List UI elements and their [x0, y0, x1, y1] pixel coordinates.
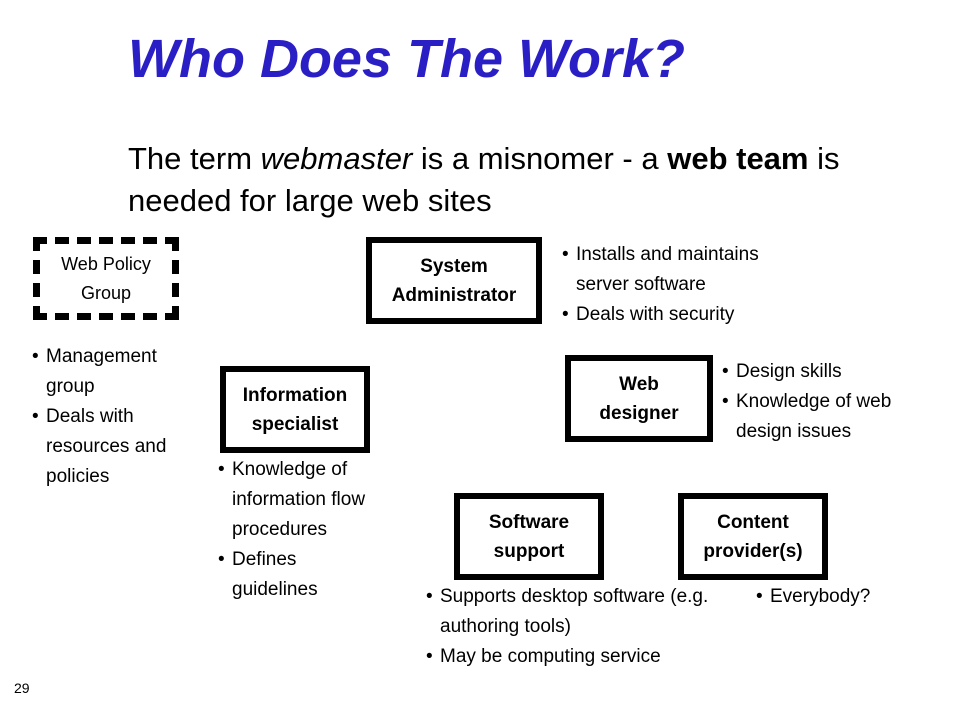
- system-administrator-box: System Administrator: [366, 237, 542, 324]
- web-designer-box: Web designer: [565, 355, 713, 442]
- web-designer-note: Knowledge of web design issues: [722, 387, 942, 447]
- content-providers-notes: Everybody?: [756, 582, 936, 612]
- information-specialist-label: Information specialist: [242, 384, 348, 435]
- software-support-label: Software support: [488, 511, 570, 562]
- system-admin-note: Deals with security: [562, 300, 852, 330]
- subtitle-term-web-team: web team: [667, 141, 809, 176]
- web-designer-note: Design skills: [722, 357, 942, 387]
- subtitle-term-webmaster: webmaster: [260, 141, 413, 176]
- web-policy-group-notes: Management group Deals with resources an…: [32, 342, 192, 492]
- web-designer-label: Web designer: [599, 373, 679, 424]
- software-support-box: Software support: [454, 493, 604, 580]
- software-support-note: May be computing service: [426, 642, 746, 672]
- web-policy-note: Management group: [32, 342, 192, 402]
- slide-subtitle: The term webmaster is a misnomer - a web…: [128, 138, 908, 222]
- system-administrator-notes: Installs and maintains server software D…: [562, 240, 852, 330]
- information-specialist-notes: Knowledge of information flow procedures…: [218, 455, 410, 605]
- subtitle-part-1: The term: [128, 141, 261, 176]
- web-policy-note: Deals with resources and policies: [32, 402, 192, 492]
- software-support-notes: Supports desktop software (e.g. authorin…: [426, 582, 746, 672]
- web-policy-group-box: Web Policy Group: [33, 237, 179, 320]
- software-support-note: Supports desktop software (e.g. authorin…: [426, 582, 740, 642]
- page-number: 29: [14, 680, 30, 696]
- subtitle-part-3: is a misnomer - a: [412, 141, 668, 176]
- information-specialist-box: Information specialist: [220, 366, 370, 453]
- slide-title: Who Does The Work?: [128, 29, 686, 89]
- info-specialist-note: Defines guidelines: [218, 545, 342, 605]
- subtitle-part-5: is needed for large web sites: [128, 141, 840, 218]
- content-providers-box: Content provider(s): [678, 493, 828, 580]
- system-admin-note: Installs and maintains server software: [562, 240, 806, 300]
- info-specialist-note: Knowledge of information flow procedures: [218, 455, 410, 545]
- content-providers-label: Content provider(s): [703, 511, 803, 562]
- content-provider-note: Everybody?: [756, 582, 936, 612]
- web-policy-group-label: Web Policy Group: [61, 253, 151, 303]
- system-administrator-label: System Administrator: [391, 255, 517, 306]
- web-designer-notes: Design skills Knowledge of web design is…: [722, 357, 942, 447]
